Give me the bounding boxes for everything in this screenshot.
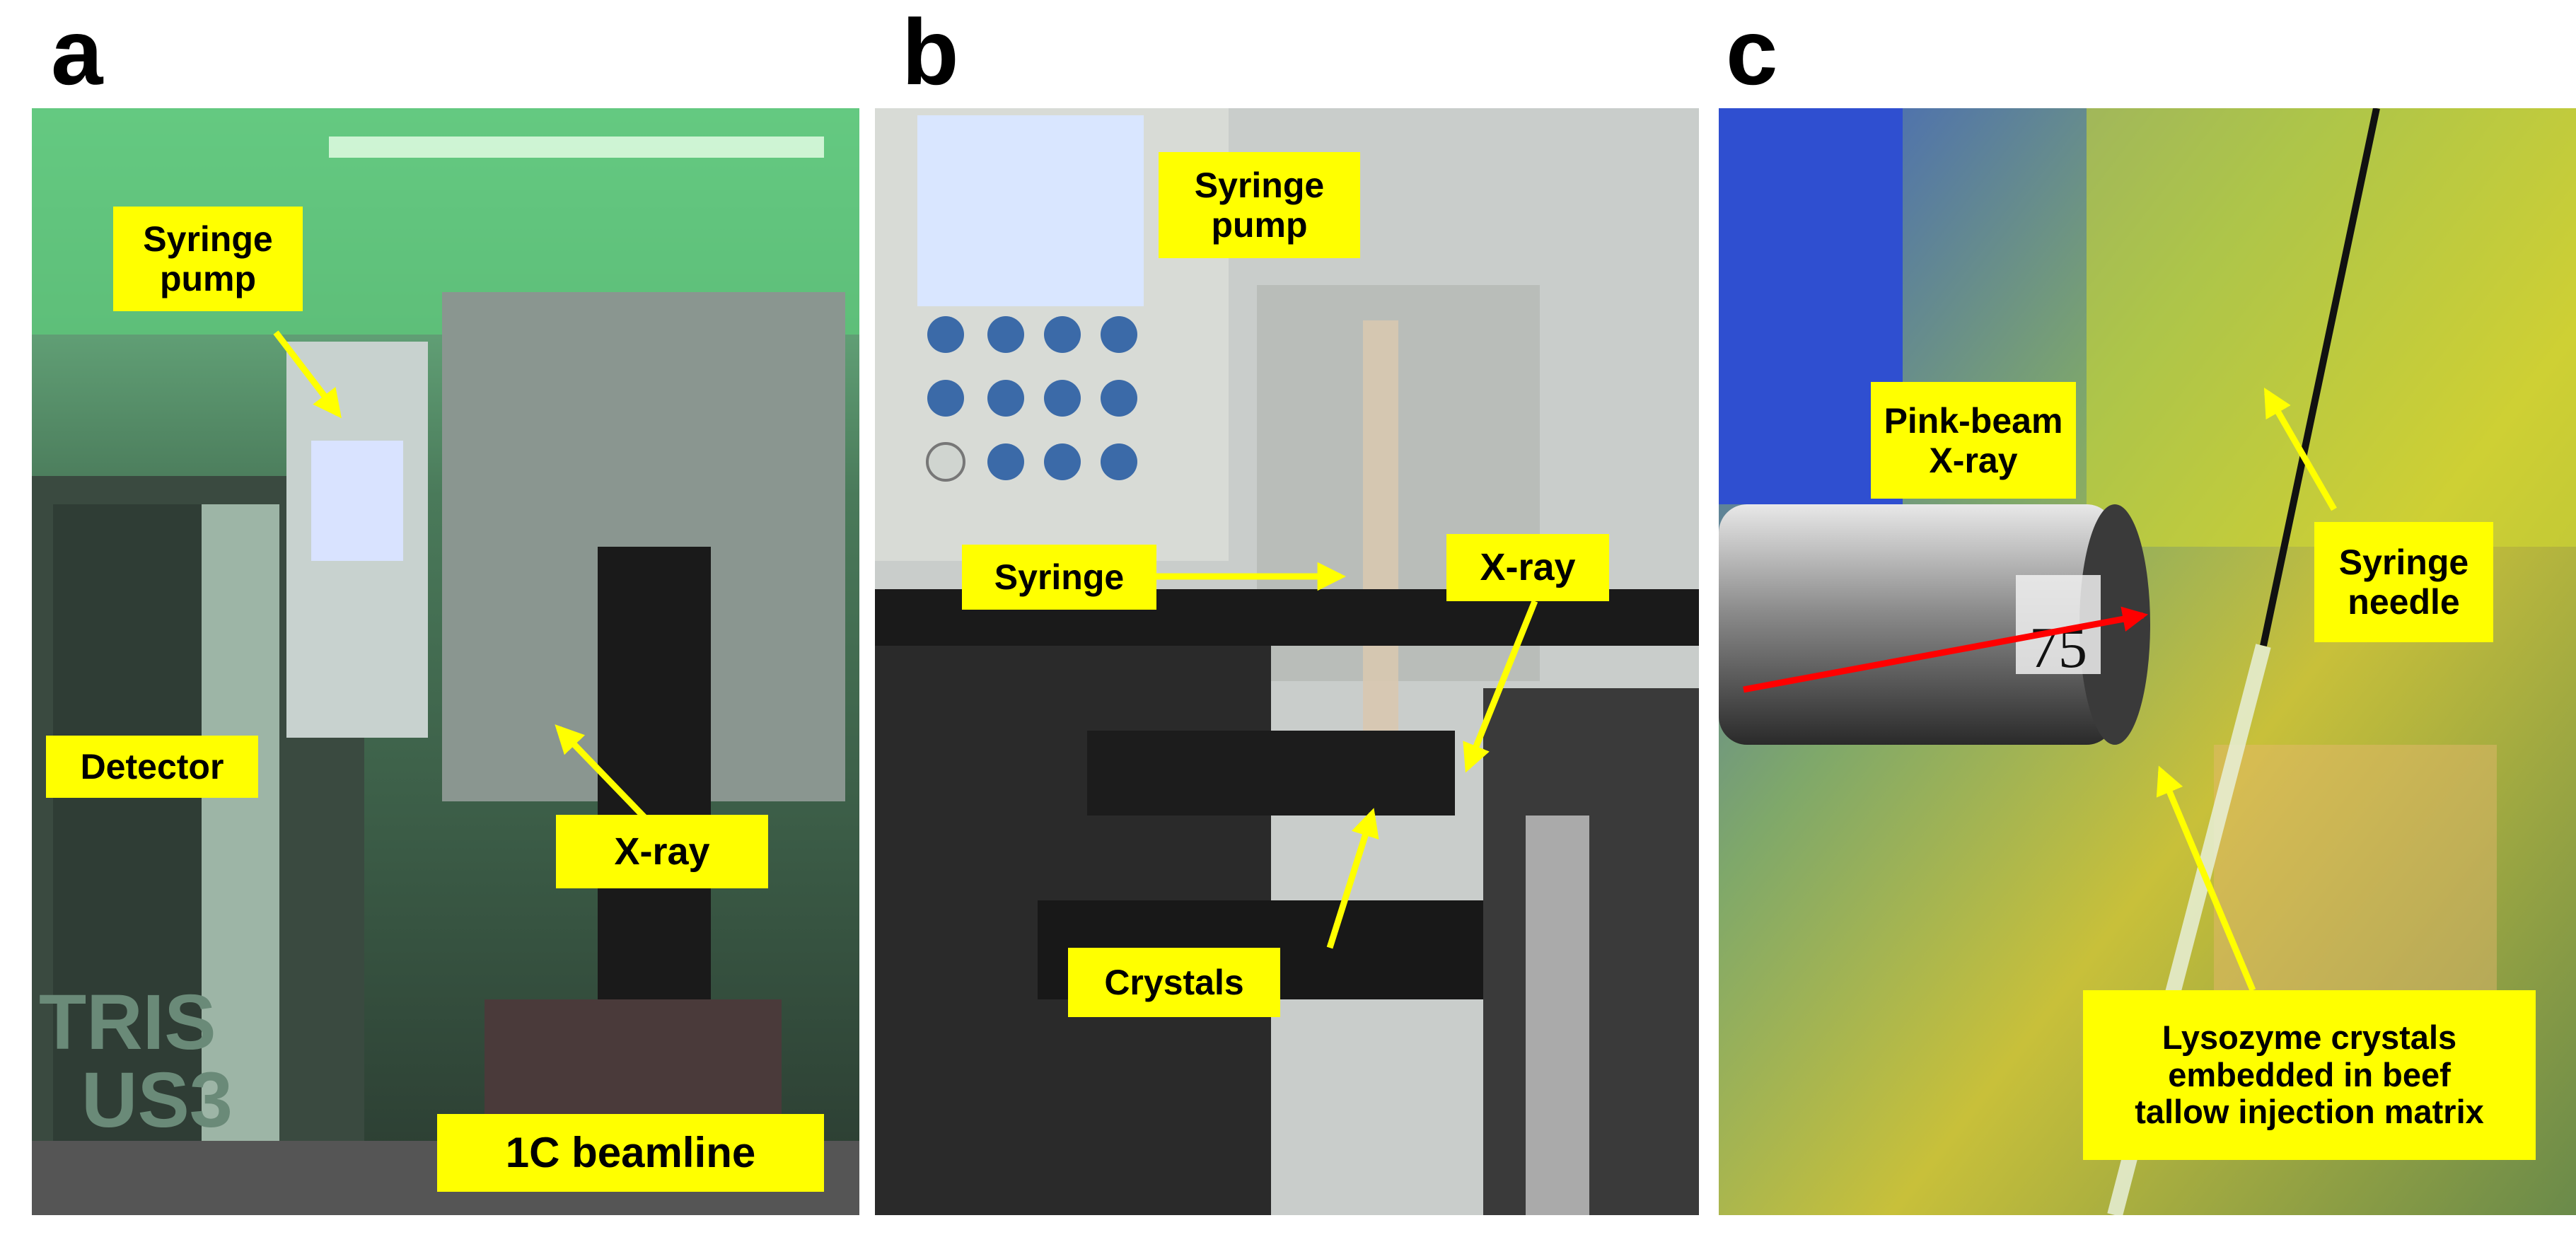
photo-a-illustration: TRIS US3 [32, 108, 859, 1215]
label-a-beamline: 1C beamline [437, 1114, 824, 1192]
label-b-syringe: Syringe [962, 545, 1156, 610]
label-c-needle: Syringe needle [2314, 522, 2493, 642]
panel-letter-c: c [1726, 0, 1778, 104]
label-a-detector: Detector [46, 736, 258, 798]
label-b-syringe-pump: Syringe pump [1159, 152, 1360, 258]
photo-panel-b [875, 108, 1699, 1215]
detector-brand-text-1: TRIS [39, 979, 216, 1066]
panel-letter-a: a [51, 0, 103, 104]
photo-panel-a: TRIS US3 [32, 108, 859, 1215]
label-a-syringe-pump: Syringe pump [113, 207, 303, 311]
label-c-lysozyme: Lysozyme crystals embedded in beef tallo… [2083, 990, 2536, 1160]
label-b-crystals: Crystals [1068, 948, 1280, 1017]
panel-letter-b: b [902, 0, 959, 104]
label-b-xray: X-ray [1446, 534, 1609, 601]
photo-b-illustration [875, 108, 1699, 1215]
detector-brand-text-2: US3 [81, 1057, 233, 1144]
cylinder-number-text: 75 [2029, 615, 2087, 680]
label-a-xray: X-ray [556, 815, 768, 888]
label-c-pinkbeam: Pink-beam X-ray [1871, 382, 2076, 499]
